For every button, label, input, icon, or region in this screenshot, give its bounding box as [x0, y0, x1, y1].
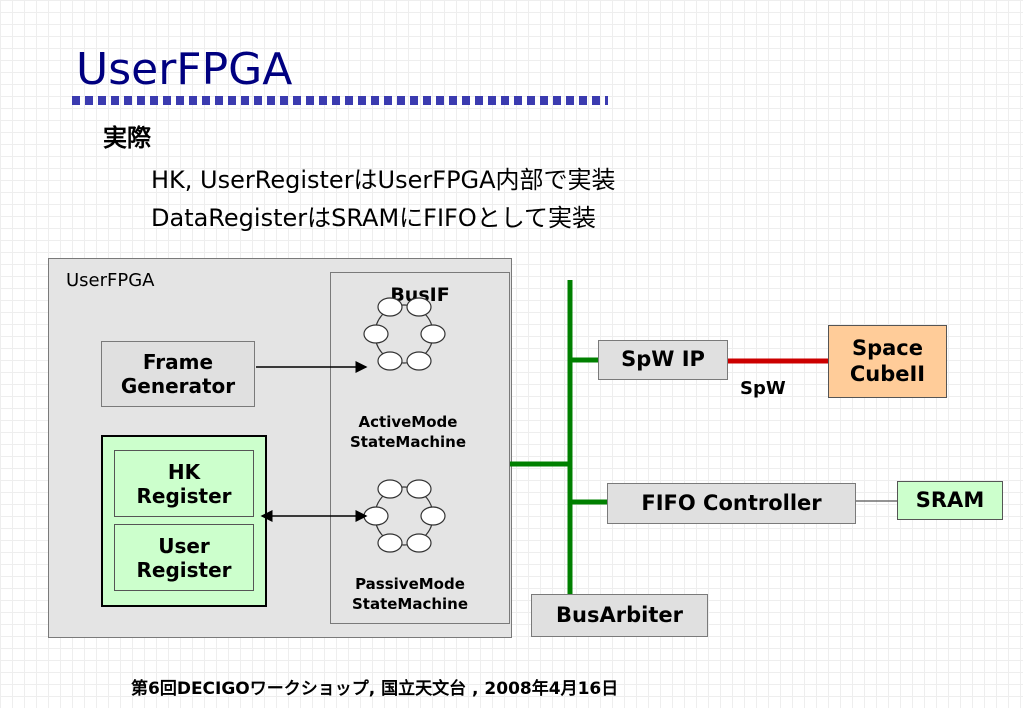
- bus-arbiter-block: BusArbiter: [531, 594, 708, 637]
- passive-state-machine-label-line2: StateMachine: [351, 595, 469, 614]
- frame-generator-block: Frame Generator: [101, 341, 255, 407]
- active-state-machine-icon: [363, 297, 446, 371]
- spacecube-block: Space CubeII: [828, 325, 947, 398]
- active-state-machine-label-line1: ActiveMode: [358, 413, 458, 431]
- passive-state-machine-label-line1: PassiveMode: [355, 575, 465, 593]
- userfpga-label: UserFPGA: [66, 270, 155, 291]
- slide-title: UserFPGA: [76, 44, 293, 95]
- user-register-label-line1: User: [158, 533, 210, 558]
- sram-block: SRAM: [897, 481, 1003, 520]
- user-register-label-line2: Register: [136, 557, 232, 582]
- busif-container: [330, 272, 510, 624]
- spw-ip-block: SpW IP: [598, 340, 728, 380]
- bullet-text-2: DataRegisterはSRAMにFIFOとして実装: [151, 204, 597, 232]
- active-state-machine-label: ActiveMode StateMachine: [318, 412, 498, 453]
- title-divider: [72, 96, 608, 105]
- passive-state-machine-icon: [363, 479, 446, 553]
- system-bus: [510, 280, 607, 594]
- spacecube-label-line2: CubeII: [849, 361, 926, 386]
- active-state-machine-label-line2: StateMachine: [349, 433, 467, 452]
- spacecube-label-line1: Space: [851, 336, 923, 361]
- user-register-block: User Register: [114, 524, 254, 591]
- hk-register-block: HK Register: [114, 450, 254, 517]
- bullet-text-1: HK, UserRegisterはUserFPGA内部で実装: [151, 166, 616, 194]
- frame-generator-label-line2: Generator: [120, 374, 236, 398]
- hk-register-label-line2: Register: [136, 483, 232, 508]
- spw-link-label: SpW: [740, 378, 786, 399]
- frame-generator-label-line1: Frame: [142, 350, 214, 374]
- section-heading: 実際: [103, 124, 151, 152]
- hk-register-label-line1: HK: [167, 459, 201, 484]
- footer-text: 第6回DECIGOワークショップ, 国立天文台 , 2008年4月16日: [131, 679, 619, 699]
- fifo-controller-block: FIFO Controller: [607, 483, 856, 524]
- passive-state-machine-label: PassiveMode StateMachine: [320, 574, 500, 615]
- busif-label: BusIF: [390, 284, 450, 306]
